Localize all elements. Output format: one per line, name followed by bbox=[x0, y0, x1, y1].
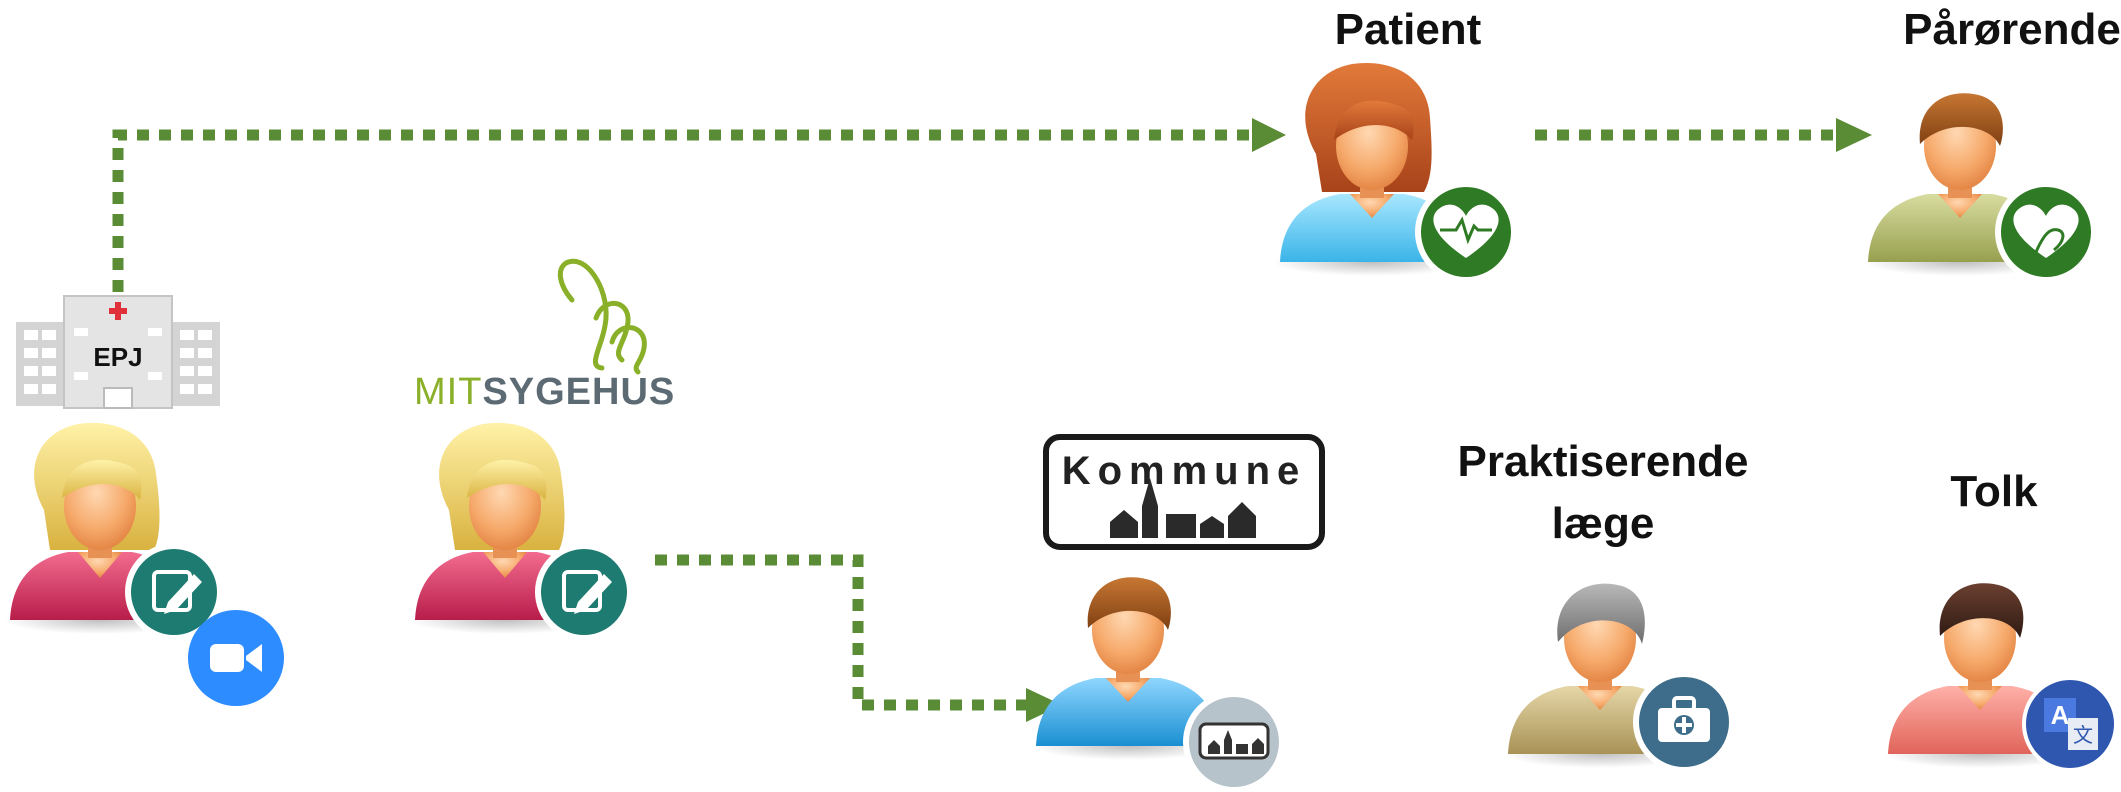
paarorende-label: Pårørende bbox=[1903, 5, 2121, 54]
arrow-epj-to-patient bbox=[112, 129, 1262, 292]
town-skyline-icon bbox=[1110, 478, 1256, 538]
svg-text:A: A bbox=[2051, 700, 2070, 730]
edit-icon bbox=[125, 543, 223, 641]
heart-pulse-icon bbox=[1415, 181, 1517, 283]
arrowhead-patient bbox=[1252, 118, 1286, 152]
municipality-avatar bbox=[1032, 577, 1224, 760]
mitsygehus-logo: MITSYGEHUS bbox=[414, 258, 675, 413]
tolk-label: Tolk bbox=[1950, 467, 2038, 516]
hospital-building-icon bbox=[16, 295, 220, 409]
svg-text:文: 文 bbox=[2073, 723, 2093, 747]
kommune-sign: Kommune bbox=[1043, 434, 1325, 550]
praktiserende-label-line1: Praktiserende bbox=[1457, 437, 1748, 486]
mitsygehus-sygehus: SYGEHUS bbox=[482, 371, 675, 413]
arrowhead-relative bbox=[1836, 118, 1872, 152]
video-camera-icon bbox=[188, 610, 284, 706]
epj-label: EPJ bbox=[93, 342, 142, 372]
mitsygehus-mit: MIT bbox=[414, 371, 482, 413]
arrowhead-kommune bbox=[1026, 688, 1062, 722]
translate-icon: A 文 bbox=[2022, 676, 2118, 772]
kommune-sign-label: Kommune bbox=[1062, 449, 1307, 493]
svg-text:MITSYGEHUS: MITSYGEHUS bbox=[414, 371, 675, 413]
arrow-mitsygehus-to-kommune bbox=[655, 554, 1032, 711]
praktiserende-label-line2: læge bbox=[1552, 499, 1655, 548]
town-skyline-icon bbox=[1183, 691, 1285, 792]
patient-label: Patient bbox=[1335, 5, 1482, 54]
edit-icon bbox=[535, 543, 633, 641]
medical-kit-icon bbox=[1633, 671, 1735, 773]
heart-hand-icon bbox=[1995, 181, 2097, 283]
